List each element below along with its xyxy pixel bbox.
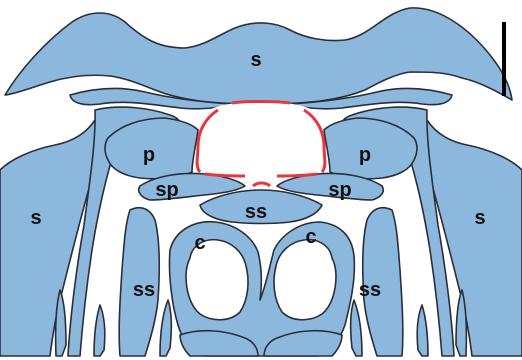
label-sp-left: sp xyxy=(155,179,178,201)
label-c-left: c xyxy=(194,232,205,254)
label-ss-right: ss xyxy=(359,279,381,301)
c-right-opening xyxy=(274,240,336,320)
label-ss-left: ss xyxy=(133,279,155,301)
label-s-top: s xyxy=(250,49,261,71)
scale-bar xyxy=(502,22,506,96)
label-p-left: p xyxy=(143,144,155,166)
central-opening xyxy=(200,102,323,178)
label-s-left: s xyxy=(30,207,41,229)
label-c-right: c xyxy=(305,226,316,248)
label-sp-right: sp xyxy=(328,179,351,201)
label-s-right: s xyxy=(474,207,485,229)
label-ss-center: ss xyxy=(245,201,267,223)
suture-top xyxy=(232,102,290,104)
label-p-right: p xyxy=(359,144,371,166)
